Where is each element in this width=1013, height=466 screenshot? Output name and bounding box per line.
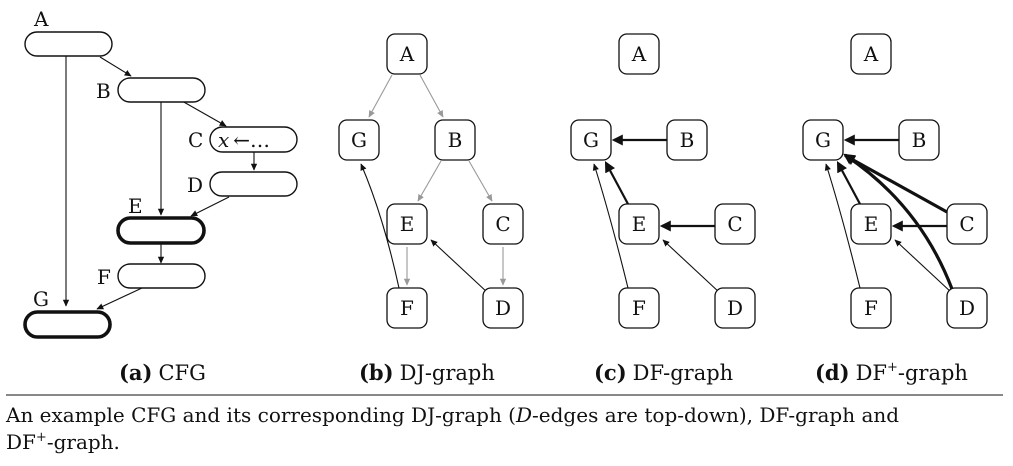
dj-node-e: E <box>386 203 428 245</box>
svg-text:B: B <box>680 128 695 152</box>
dj-node-d: D <box>482 287 524 329</box>
svg-text:A: A <box>863 42 879 66</box>
df-node-d: D <box>714 287 756 329</box>
svg-text:E: E <box>400 212 415 236</box>
cfg-label-e: E <box>128 194 143 218</box>
dj-dedge-a-b <box>419 74 444 118</box>
dfp-edge-c-g <box>844 154 948 214</box>
cfg-label-f: F <box>97 265 111 289</box>
dj-node-b: B <box>434 119 476 161</box>
cfg-block-c <box>209 126 298 153</box>
cfg-edge-a-b <box>99 56 132 77</box>
svg-text:G: G <box>351 128 367 152</box>
dj-dedge-a-g <box>368 74 393 118</box>
subcaption-d: (d)DF+-graph <box>815 360 968 385</box>
df-node-g: G <box>570 119 612 161</box>
dfp-edge-e-g <box>836 161 861 205</box>
dj-node-a: A <box>386 33 428 75</box>
cfg-edge-d-e <box>190 196 230 217</box>
svg-text:D: D <box>727 296 743 320</box>
df-node-a: A <box>618 33 660 75</box>
df-graph-panel: A G B E C F D <box>570 33 756 329</box>
cfg-label-a: A <box>33 7 49 31</box>
svg-text:E: E <box>632 212 647 236</box>
svg-text:A: A <box>399 42 415 66</box>
dj-node-c: C <box>482 203 524 245</box>
cfg-statement: x←… <box>218 128 270 152</box>
cfg-label-b: B <box>96 79 111 103</box>
dj-graph-panel: A G B E C F D <box>338 33 524 329</box>
svg-text:F: F <box>864 296 878 320</box>
cfg-block-b <box>117 77 206 103</box>
dfp-edge-d-g <box>843 153 954 290</box>
dfp-edge-d-e <box>894 239 953 294</box>
svg-text:G: G <box>583 128 599 152</box>
svg-text:F: F <box>400 296 414 320</box>
dj-jedge-f-g <box>360 163 400 289</box>
dfp-edge-f-g <box>824 163 861 289</box>
dfp-node-d: D <box>946 287 988 329</box>
df-edge-f-g <box>592 163 629 289</box>
df-edge-e-g <box>604 161 629 205</box>
df-node-b: B <box>666 119 708 161</box>
dj-node-g: G <box>338 119 380 161</box>
svg-text:C: C <box>727 212 742 236</box>
dj-dedge-b-c <box>468 160 493 202</box>
svg-text:C: C <box>959 212 974 236</box>
subcaption-b: (b)DJ-graph <box>359 360 495 385</box>
svg-text:C: C <box>495 212 510 236</box>
cfg-edge-b-c <box>181 100 227 127</box>
cfg-block-g <box>23 310 112 339</box>
dfp-node-e: E <box>850 203 892 245</box>
subcaption-c: (c)DF-graph <box>594 360 733 385</box>
cfg-panel: x←… A B C D E F G <box>23 7 298 339</box>
svg-text:B: B <box>912 128 927 152</box>
dfp-node-c: C <box>946 203 988 245</box>
svg-text:E: E <box>864 212 879 236</box>
df-edge-d-e <box>662 239 721 294</box>
svg-text:A: A <box>631 42 647 66</box>
subcaption-a: (a)CFG <box>119 360 206 385</box>
svg-text:D: D <box>495 296 511 320</box>
df-plus-graph-panel: A G B E C F D <box>802 33 988 329</box>
cfg-edge-f-g <box>96 287 143 310</box>
df-node-f: F <box>618 287 660 329</box>
svg-text:B: B <box>448 128 463 152</box>
df-node-c: C <box>714 203 756 245</box>
cfg-label-g: G <box>33 287 49 311</box>
svg-text:G: G <box>815 128 831 152</box>
svg-text:F: F <box>632 296 646 320</box>
dfp-node-a: A <box>850 33 892 75</box>
dfp-node-f: F <box>850 287 892 329</box>
cfg-block-a <box>24 31 113 57</box>
dj-node-f: F <box>386 287 428 329</box>
cfg-block-d <box>209 171 298 197</box>
cfg-label-d: D <box>187 173 203 197</box>
df-node-e: E <box>618 203 660 245</box>
dj-dedge-b-e <box>417 160 442 202</box>
dfp-node-g: G <box>802 119 844 161</box>
dfp-node-b: B <box>898 119 940 161</box>
cfg-block-e <box>116 216 206 245</box>
svg-text:D: D <box>959 296 975 320</box>
cfg-block-f <box>117 263 206 289</box>
cfg-label-c: C <box>188 128 203 152</box>
dj-jedge-d-e <box>430 239 489 294</box>
figure-caption: An example CFG and its corresponding DJ-… <box>6 403 900 454</box>
